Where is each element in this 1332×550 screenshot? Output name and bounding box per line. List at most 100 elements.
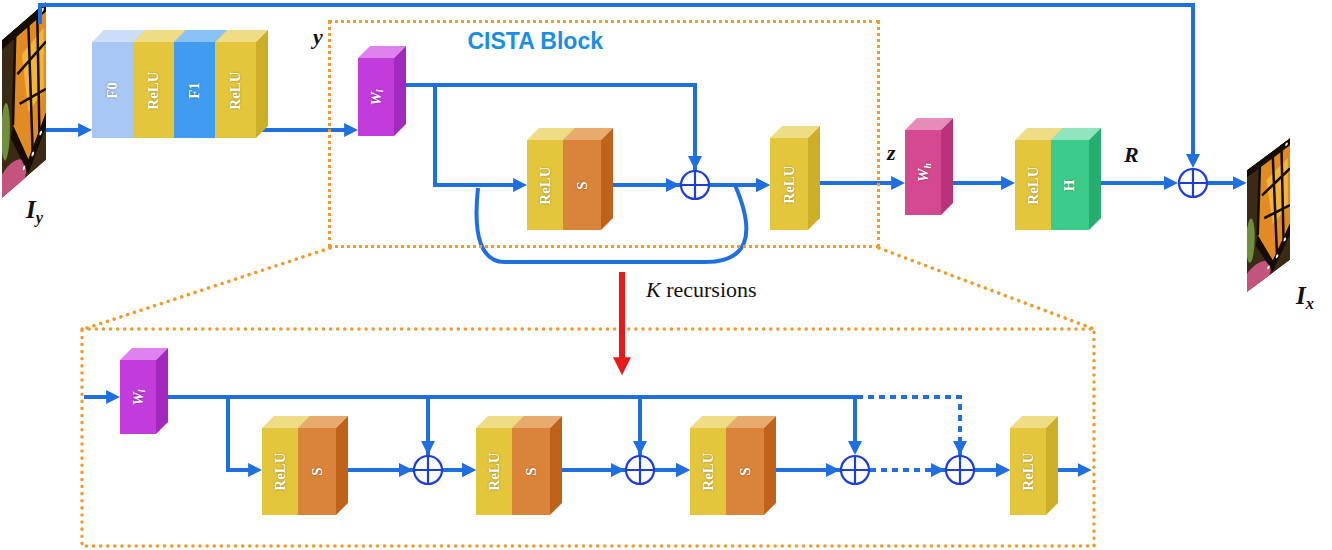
block-side-face: [1046, 416, 1058, 515]
block-label: S: [738, 467, 753, 475]
block-side-face: [941, 118, 953, 215]
image-label: Ix: [1296, 282, 1314, 310]
label-anchor: K recursions: [646, 277, 757, 303]
layer-block: ReLU: [690, 428, 726, 515]
block-side-face: [601, 128, 613, 230]
block-label: ReLU: [228, 71, 243, 109]
dashed-chain-wire: [870, 468, 931, 472]
adder-symbol: [1179, 169, 1207, 197]
connector-arrow: [808, 181, 900, 185]
unrolled-frame-box: [82, 329, 1094, 546]
connector-arrow: [394, 85, 522, 185]
layer-block: ReLU: [770, 138, 808, 230]
variable-label: y: [313, 24, 323, 50]
layer-block: Wh: [905, 130, 941, 215]
layer-block: ReLU: [1010, 428, 1046, 515]
block-depth-faces: [1051, 128, 1101, 230]
block-side-face: [1089, 128, 1101, 230]
layer-block: S: [512, 428, 550, 515]
variable-label: z: [887, 140, 896, 166]
block-side-face: [550, 416, 562, 515]
adder-symbol: [626, 456, 654, 484]
layer-block: H: [1051, 140, 1089, 230]
adder-symbol: [414, 456, 442, 484]
block-label: H: [1062, 179, 1077, 191]
layer-block: ReLU: [215, 42, 256, 138]
layer-block: F1: [174, 42, 215, 138]
block-label: ReLU: [538, 166, 553, 204]
layer-block: Wl: [120, 360, 156, 434]
adder-symbol: [681, 171, 709, 199]
skip-branch-wire: [853, 397, 857, 441]
adder-symbol: [946, 456, 974, 484]
block-title: CISTA Block: [468, 29, 603, 54]
layer-block: F0: [92, 42, 133, 138]
zoom-lines: [84, 248, 1094, 329]
label-anchor: y: [313, 24, 323, 50]
block-side-face: [394, 46, 406, 136]
recursion-note: K recursions: [646, 277, 757, 303]
block-label: S: [575, 181, 590, 189]
label-anchor: Ix: [1296, 282, 1314, 310]
block-side-face: [256, 30, 268, 138]
block-label: ReLU: [273, 452, 288, 490]
layer-block: ReLU: [476, 428, 512, 515]
block-depth-faces: [563, 128, 613, 230]
expand-arrow: [619, 272, 625, 368]
layer-block: S: [563, 140, 601, 230]
block-depth-faces: [726, 416, 776, 515]
global-skip-wire: [40, 5, 1193, 156]
connector-arrow: [256, 128, 353, 132]
input-image: [0, 2, 46, 215]
block-side-face: [808, 126, 820, 230]
layer-block: ReLU: [527, 140, 563, 230]
block-label: Wl: [131, 389, 146, 405]
block-label: ReLU: [701, 452, 716, 490]
adder-symbol: [1179, 169, 1207, 197]
block-label: Wh: [916, 163, 931, 182]
input-arrow: [46, 128, 87, 132]
block-label: ReLU: [782, 165, 797, 203]
block-side-face: [156, 348, 168, 434]
label-anchor: Iy: [26, 196, 43, 224]
unrolled-input-arrow: [84, 395, 115, 399]
layer-block: ReLU: [133, 42, 174, 138]
dashed-skip-wire: [857, 397, 960, 441]
output-arrow: [1207, 181, 1241, 185]
block-label: S: [310, 467, 325, 475]
unrolled-frame: [82, 248, 1094, 546]
layer-block: ReLU: [262, 428, 298, 515]
adder-symbol: [626, 456, 654, 484]
connectors: [156, 85, 1010, 470]
wires: [40, 5, 1241, 470]
label-anchor: z: [887, 140, 896, 166]
output-image: [1241, 138, 1290, 305]
dashed-wires: [855, 397, 960, 470]
block-label: F0: [105, 82, 120, 99]
adder-symbol: [841, 456, 869, 484]
block-label: F1: [187, 82, 202, 99]
block-label: Wl: [369, 89, 384, 105]
block-label: ReLU: [146, 71, 161, 109]
block-label: ReLU: [1026, 166, 1041, 204]
block-side-face: [336, 416, 348, 515]
label-anchor: R: [1124, 142, 1139, 168]
adder-symbol: [414, 456, 442, 484]
connector-arrow: [156, 397, 257, 470]
block-label: ReLU: [487, 452, 502, 490]
layer-block: ReLU: [1015, 140, 1051, 230]
adder-symbol: [841, 456, 869, 484]
block-depth-faces: [298, 416, 348, 515]
block-label: S: [524, 467, 539, 475]
layer-block: S: [726, 428, 764, 515]
layer-block: S: [298, 428, 336, 515]
block-depth-faces: [512, 416, 562, 515]
block-label: ReLU: [1021, 452, 1036, 490]
layer-block: Wl: [358, 58, 394, 136]
adder-symbol: [946, 456, 974, 484]
block-side-face: [764, 416, 776, 515]
cista-block-frame: CISTA BlockWlReLU S ReLU: [328, 20, 880, 248]
variable-label: R: [1124, 142, 1139, 168]
